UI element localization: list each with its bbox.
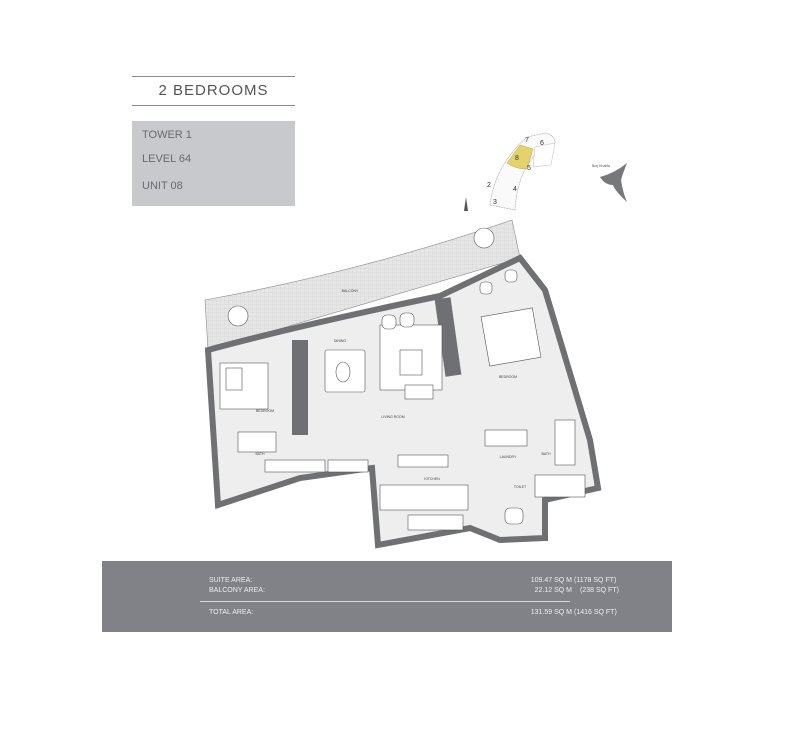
key-unit-6: 6 <box>540 140 544 147</box>
room-label-dining: DINING <box>334 339 347 343</box>
room-label-bedroom-left: BEDROOM <box>256 409 274 413</box>
room-label-living: LIVING ROOM <box>381 415 404 419</box>
total-area-sqm: 131.59 SQ M <box>530 609 572 616</box>
room-label-kitchen: KITCHEN <box>424 477 440 481</box>
key-unit-5: 5 <box>527 165 531 172</box>
key-unit-3: 3 <box>493 199 497 206</box>
total-area-label: TOTAL AREA: <box>209 609 254 616</box>
burj-khalifa-icon <box>600 163 627 202</box>
area-divider <box>200 601 570 602</box>
room-label-laundry: LAUNDRY <box>500 455 517 459</box>
area-summary: SUITE AREA: 109.47 SQ M (1178 SQ FT) BAL… <box>102 561 672 632</box>
room-label-bath-left: BATH <box>255 452 265 456</box>
north-arrow-icon <box>464 197 468 211</box>
wall-living-right <box>434 297 462 377</box>
total-area-sqft: (1416 SQ FT) <box>574 609 617 616</box>
key-plan: 7 6 8 5 2 4 3 Burj Khalifa <box>464 132 627 211</box>
tower-outline <box>489 132 556 211</box>
level-label: LEVEL 64 <box>142 153 192 165</box>
title-rule-top <box>132 76 295 77</box>
balcony-area-label: BALCONY AREA: <box>209 587 265 594</box>
room-label-bath-right: BATH <box>541 452 551 456</box>
wall-dining-left <box>292 340 308 435</box>
furniture <box>219 227 586 531</box>
key-unit-7: 7 <box>525 137 529 144</box>
highlighted-unit <box>506 144 534 170</box>
title-rule-bottom <box>132 105 295 106</box>
key-unit-4: 4 <box>513 186 517 193</box>
balcony-area-sqm: 22.12 SQ M <box>534 587 572 594</box>
floor-plan: BALCONY DINING LIVING ROOM BEDROOM BEDRO… <box>204 219 602 549</box>
key-unit-8: 8 <box>515 155 519 162</box>
unit-info-box: TOWER 1 LEVEL 64 UNIT 08 <box>132 121 295 206</box>
tower-label: TOWER 1 <box>142 129 192 141</box>
page-title: 2 BEDROOMS <box>158 82 269 99</box>
tower-inner <box>532 142 556 168</box>
landmark-label: Burj Khalifa <box>592 164 610 168</box>
key-unit-2: 2 <box>487 182 491 189</box>
room-label-bedroom-right: BEDROOM <box>499 375 517 379</box>
suite-area-sqm: 109.47 SQ M <box>530 577 572 584</box>
suite-area-sqft: (1178 SQ FT) <box>574 577 617 584</box>
unit-label: UNIT 08 <box>142 180 183 192</box>
room-label-balcony: BALCONY <box>342 289 359 293</box>
suite-area-label: SUITE AREA: <box>209 577 253 584</box>
room-label-toilet: TOILET <box>514 485 527 489</box>
balcony-area-sqft: (238 SQ FT) <box>580 587 619 594</box>
